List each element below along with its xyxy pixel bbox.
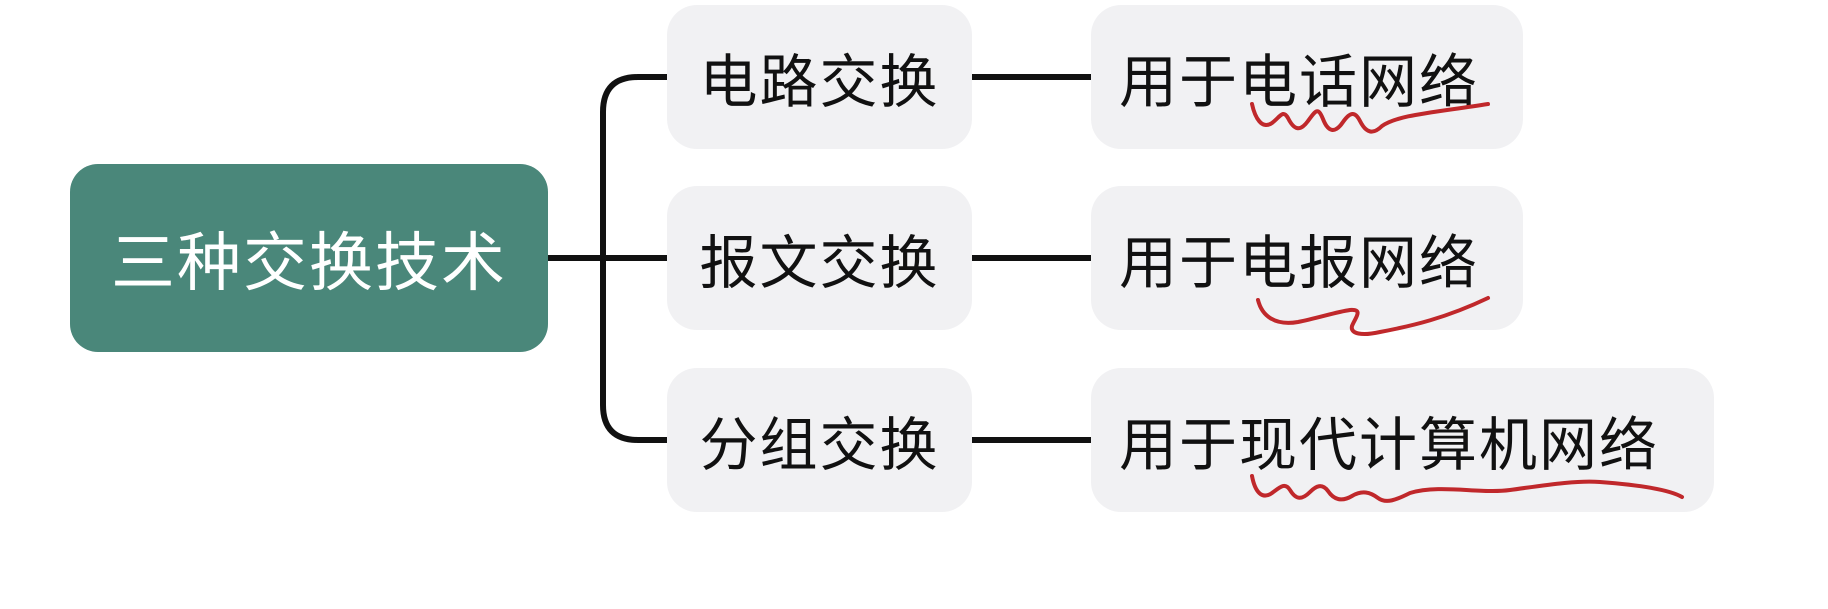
squiggle-underline-1 <box>1250 102 1490 134</box>
branch-label: 分组交换 <box>699 411 940 479</box>
root-node: 三种交换技术 <box>70 164 548 352</box>
leaf-emphasis: 电话网络 <box>1239 48 1480 116</box>
branch-node-circuit-switching: 电路交换 <box>667 5 972 149</box>
leaf-node-telephone-network: 用于电话网络 <box>1091 5 1523 149</box>
leaf-emphasis: 现代计算机网络 <box>1239 411 1660 479</box>
branch-label: 报文交换 <box>699 229 940 297</box>
root-label: 三种交换技术 <box>111 227 507 301</box>
leaf-node-computer-network: 用于现代计算机网络 <box>1091 368 1714 512</box>
leaf-prefix: 用于 <box>1119 48 1240 116</box>
squiggle-underline-2 <box>1256 296 1490 336</box>
leaf-prefix: 用于 <box>1119 229 1240 297</box>
leaf-node-telegraph-network: 用于电报网络 <box>1091 186 1523 330</box>
branch-node-message-switching: 报文交换 <box>667 186 972 330</box>
leaf-prefix: 用于 <box>1119 411 1240 479</box>
squiggle-underline-3 <box>1250 474 1684 503</box>
leaf-emphasis: 电报网络 <box>1239 229 1480 297</box>
branch-label: 电路交换 <box>699 48 940 116</box>
branch-node-packet-switching: 分组交换 <box>667 368 972 512</box>
